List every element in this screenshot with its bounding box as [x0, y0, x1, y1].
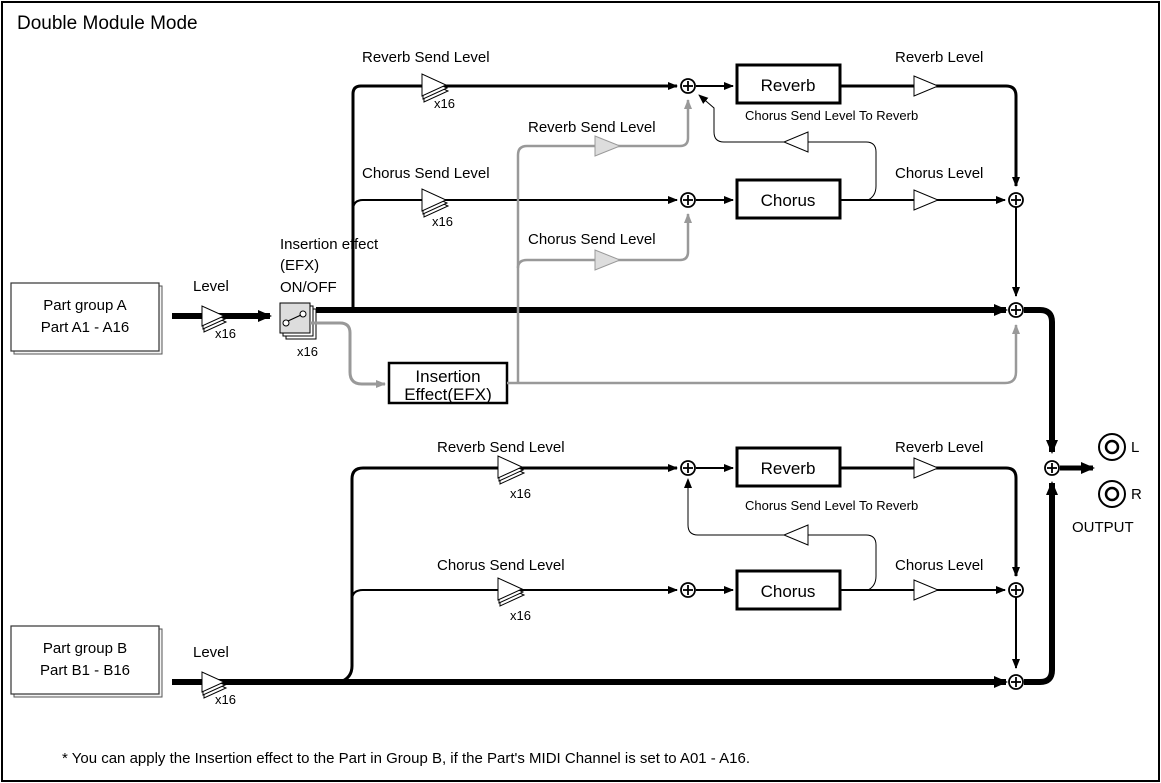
- efx-switch-line2: (EFX): [280, 257, 319, 274]
- group-b-chorus-send-label: Chorus Send Level: [437, 557, 565, 574]
- part-group-a-line1: Part group A: [43, 297, 126, 314]
- insertion-box-line1: Insertion: [415, 367, 480, 386]
- group-b-reverb-out-line: [840, 466, 1020, 577]
- group-a-chorus-mixer-icon: [680, 192, 696, 208]
- group-a-chorus-to-reverb-label: Chorus Send Level To Reverb: [745, 108, 918, 123]
- group-b-chorus-level-label: Chorus Level: [895, 557, 983, 574]
- group-b-reverb-level-amp-icon: [913, 457, 940, 479]
- group-b-reverb-level-label: Reverb Level: [895, 439, 983, 456]
- level-b-x16: x16: [215, 692, 236, 707]
- efx-chorus-send-line: [516, 213, 692, 269]
- group-b-chorus-mixer-icon: [680, 582, 696, 598]
- diagram-title: Double Module Mode: [17, 13, 198, 34]
- group-a-chorus-to-reverb-amp-icon: [782, 131, 809, 153]
- group-a-chorus-level-label: Chorus Level: [895, 165, 983, 182]
- group-a-reverb-out-line: [840, 84, 1020, 187]
- group-b-reverb-send-line: [339, 464, 678, 684]
- group-a-chorus-label: Chorus: [761, 191, 816, 210]
- group-a-reverb-label: Reverb: [761, 76, 816, 95]
- group-b-reverb-mixer-icon: [680, 460, 696, 476]
- efx-output-line: [507, 324, 1020, 385]
- group-a-chorus-box: Chorus: [735, 178, 842, 220]
- group-b-chorus-send-line: [351, 586, 678, 601]
- output-l-jack-icon: [1098, 433, 1126, 461]
- group-b-reverb-send-x16: x16: [510, 486, 531, 501]
- efx-reverb-send-label: Reverb Send Level: [528, 119, 656, 136]
- group-b-chorus-send-amp-icon: [497, 577, 526, 607]
- efx-switch-x16: x16: [297, 344, 318, 359]
- group-b-chorus-label: Chorus: [761, 582, 816, 601]
- group-b-reverb-send-label: Reverb Send Level: [437, 439, 565, 456]
- efx-chorus-send-amp-icon: [594, 249, 622, 271]
- efx-switch-line1: Insertion effect: [280, 236, 379, 253]
- insertion-box-line2: Effect(EFX): [404, 385, 492, 404]
- group-a-to-output-line: [1024, 307, 1058, 454]
- output-r-jack-icon: [1098, 480, 1126, 508]
- group-a-chorus-sum-mixer-icon: [1008, 192, 1024, 208]
- group-b-main-mixer-icon: [1008, 674, 1024, 690]
- group-b-chorus-sum-mixer-icon: [1008, 582, 1024, 598]
- group-b-chorus-to-reverb-line: [684, 478, 877, 591]
- part-group-b-box: Part group B Part B1 - B16: [10, 625, 163, 698]
- efx-input-line: [310, 321, 386, 388]
- group-a-chorus-send-label: Chorus Send Level: [362, 165, 490, 182]
- group-a-reverb-level-amp-icon: [913, 75, 940, 97]
- efx-switch-line3: ON/OFF: [280, 279, 337, 296]
- level-a-x16: x16: [215, 326, 236, 341]
- group-a-chorus-send-x16: x16: [432, 214, 453, 229]
- group-a-reverb-level-label: Reverb Level: [895, 49, 983, 66]
- group-b-chorus-box: Chorus: [735, 569, 842, 611]
- group-a-chorus-send-line: [352, 196, 678, 211]
- output-label: OUTPUT: [1072, 519, 1134, 536]
- level-b-label: Level: [193, 644, 229, 661]
- group-a-reverb-mixer-icon: [680, 78, 696, 94]
- group-b-chorus-to-reverb-label: Chorus Send Level To Reverb: [745, 498, 918, 513]
- group-a-reverb-send-line: [351, 82, 678, 310]
- group-a-reverb-box: Reverb: [735, 63, 842, 105]
- group-b-chorus-level-amp-icon: [913, 579, 940, 601]
- insertion-effect-box: Insertion Effect(EFX): [387, 361, 509, 405]
- part-group-a-box: Part group A Part A1 - A16: [10, 282, 163, 355]
- group-a-reverb-send-x16: x16: [434, 96, 455, 111]
- output-mixer-icon: [1044, 460, 1060, 476]
- group-b-to-output-line: [1024, 481, 1058, 685]
- level-b-amp-icon: [201, 671, 228, 699]
- part-group-b-line1: Part group B: [43, 640, 127, 657]
- output-r-label: R: [1131, 486, 1142, 503]
- part-group-a-line2: Part A1 - A16: [41, 319, 129, 336]
- group-a-chorus-level-amp-icon: [913, 189, 940, 211]
- group-a-chorus-to-reverb-line: [698, 94, 877, 201]
- efx-chorus-send-label: Chorus Send Level: [528, 231, 656, 248]
- group-b-chorus-to-reverb-amp-icon: [782, 524, 809, 546]
- group-a-main-mixer-icon: [1008, 302, 1024, 318]
- group-a-chorus-send-amp-icon: [421, 188, 450, 218]
- efx-reverb-send-amp-icon: [594, 135, 622, 157]
- group-b-chorus-send-x16: x16: [510, 608, 531, 623]
- group-b-reverb-label: Reverb: [761, 459, 816, 478]
- footnote: * You can apply the Insertion effect to …: [62, 750, 750, 767]
- group-a-reverb-send-label: Reverb Send Level: [362, 49, 490, 66]
- efx-switch-icon[interactable]: [279, 302, 317, 340]
- level-a-amp-icon: [201, 305, 228, 333]
- group-a-reverb-send-amp-icon: [421, 73, 450, 103]
- output-l-label: L: [1131, 439, 1139, 456]
- part-group-b-line2: Part B1 - B16: [40, 662, 130, 679]
- level-a-label: Level: [193, 278, 229, 295]
- group-b-reverb-send-amp-icon: [497, 455, 526, 485]
- group-b-reverb-box: Reverb: [735, 446, 842, 488]
